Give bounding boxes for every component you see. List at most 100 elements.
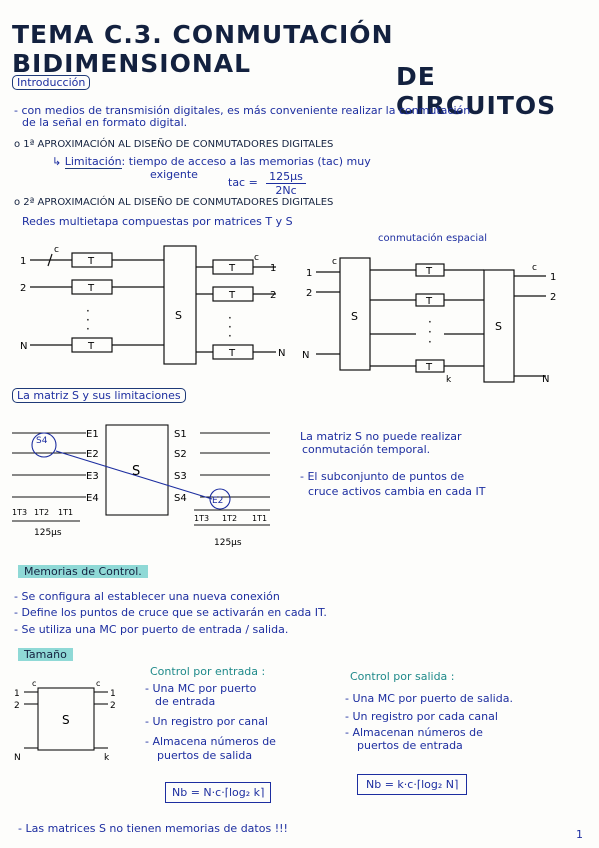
page-number: 1 — [576, 828, 583, 841]
t-label: T — [87, 341, 95, 352]
slot-label: 1T1 — [252, 514, 267, 523]
tac-formula: tac = — [228, 176, 258, 189]
output-control-2: - Un registro por cada canal — [345, 710, 498, 723]
output-label: 1 — [550, 272, 556, 283]
control-bullet-3: - Se utiliza una MC por puerto de entrad… — [14, 623, 289, 636]
s-switch — [163, 245, 197, 365]
output-label: 2 — [270, 290, 276, 301]
output-control-3a: - Almacenan números de — [345, 726, 483, 739]
slot-label: 1T1 — [58, 508, 73, 517]
input-label: 1 — [20, 256, 26, 267]
output-label: 1 — [270, 263, 276, 274]
svg-text:·: · — [428, 325, 432, 339]
output-s3: S3 — [174, 471, 187, 482]
output-label: 1 — [110, 689, 116, 699]
matrix-note-2b: cruce activos cambia en cada IT — [308, 485, 486, 498]
output-control-3b: puertos de entrada — [357, 739, 463, 752]
tac-numerator: 125μs — [266, 170, 306, 184]
c-label: c — [532, 263, 537, 273]
t-label: T — [425, 296, 433, 307]
t-label: T — [425, 362, 433, 373]
size-diagram: S c 1 2 N c 1 2 k — [14, 679, 116, 763]
input-control-3a: - Almacena números de — [145, 735, 276, 748]
input-label: 1 — [306, 268, 312, 279]
svg-text:·: · — [228, 311, 232, 325]
input-label: 2 — [20, 283, 26, 294]
matrix-note-2a: - El subconjunto de puntos de — [300, 470, 465, 483]
svg-text:·: · — [228, 329, 232, 343]
input-label: N — [14, 753, 21, 763]
intro-heading: Introducción — [12, 75, 91, 90]
formula-input: Nb = N·c·⌈log₂ k⌉ — [165, 782, 272, 803]
s-switch — [483, 269, 515, 383]
input-label: 2 — [306, 288, 312, 299]
input-label: 1 — [14, 689, 20, 699]
svg-text:·: · — [86, 322, 90, 336]
output-s2: S2 — [174, 449, 187, 460]
multistage-diagram-ts: 1 2 N c T T T S T T T c 1 2 N ··· ··· — [20, 245, 285, 365]
c-label: c — [332, 257, 337, 267]
svg-text:·: · — [86, 304, 90, 318]
time-label: 125μs — [214, 538, 242, 548]
formula-output: Nb = k·c·⌈log₂ N⌉ — [357, 774, 468, 795]
time-label: 125μs — [34, 528, 62, 538]
circle-label: S4 — [36, 436, 48, 446]
page-title-line1: TEMA C.3. CONMUTACIÓN BIDIMENSIONAL — [12, 20, 394, 78]
svg-text:·: · — [86, 313, 90, 327]
input-control-1a: - Una MC por puerto — [145, 682, 257, 695]
s-matrix — [37, 687, 95, 751]
input-control-title: Control por entrada : — [150, 665, 266, 678]
input-e1: E1 — [86, 429, 99, 440]
size-heading: Tamaño — [18, 648, 73, 661]
matrix-heading: La matriz S y sus limitaciones — [12, 388, 186, 403]
input-e4: E4 — [86, 493, 99, 504]
s-label: S — [495, 320, 502, 333]
input-e2: E2 — [86, 449, 99, 460]
k-label: k — [446, 375, 452, 385]
input-control-1b: de entrada — [155, 695, 216, 708]
input-label: N — [20, 341, 27, 352]
output-s4: S4 — [174, 493, 187, 504]
spatial-note: conmutación espacial — [378, 233, 488, 244]
svg-text:·: · — [228, 320, 232, 334]
s-label: S — [132, 464, 140, 479]
output-s1: S1 — [174, 429, 187, 440]
t-label: T — [228, 263, 236, 274]
output-label: N — [542, 374, 549, 385]
input-control-3b: puertos de salida — [157, 749, 253, 762]
output-control-1: - Una MC por puerto de salida. — [345, 692, 513, 705]
t-label: T — [87, 283, 95, 294]
s-matrix — [105, 424, 169, 516]
limitation-text: : tiempo de acceso a las memorias (tac) … — [121, 155, 371, 168]
multistage-text: Redes multietapa compuestas por matrices… — [22, 215, 293, 228]
control-heading: Memorias de Control. — [18, 565, 148, 578]
t-label: T — [87, 256, 95, 267]
s-label: S — [175, 309, 182, 322]
matrix-s-diagram: E1 E2 E3 E4 S S1 S2 S3 S4 S4 E2 1T3 1T2 … — [12, 424, 270, 548]
slot-label: 1T2 — [222, 514, 237, 523]
limitation-row: ↳ Limitación: tiempo de acceso a las mem… — [52, 155, 371, 169]
tac-fraction: 125μs 2Nc — [266, 170, 306, 197]
s-label: S — [351, 310, 358, 323]
arrow-icon: ↳ — [52, 155, 65, 168]
c-label: c — [254, 253, 259, 263]
matrix-note-1b: conmutación temporal. — [302, 443, 431, 456]
t-label: T — [425, 266, 433, 277]
intro-bullet-1: - con medios de transmisión digitales, e… — [14, 104, 471, 117]
svg-text:·: · — [428, 335, 432, 349]
limitation-text-2: exigente — [150, 168, 198, 181]
input-control-2: - Un registro por canal — [145, 715, 268, 728]
slot-label: 1T3 — [12, 508, 27, 517]
c-label: c — [54, 245, 59, 255]
footer-note: - Las matrices S no tienen memorias de d… — [18, 822, 288, 835]
slot-label: 1T3 — [194, 514, 209, 523]
output-label: 2 — [110, 701, 116, 711]
first-approach: o 1ª APROXIMACIÓN AL DISEÑO DE CONMUTADO… — [14, 139, 334, 150]
tac-denominator: 2Nc — [275, 184, 297, 197]
c-label: c — [32, 679, 36, 688]
matrix-note-1a: La matriz S no puede realizar — [300, 430, 462, 443]
svg-text:·: · — [428, 315, 432, 329]
input-label: 2 — [14, 701, 20, 711]
slot-label: 1T2 — [34, 508, 49, 517]
t-label: T — [228, 290, 236, 301]
